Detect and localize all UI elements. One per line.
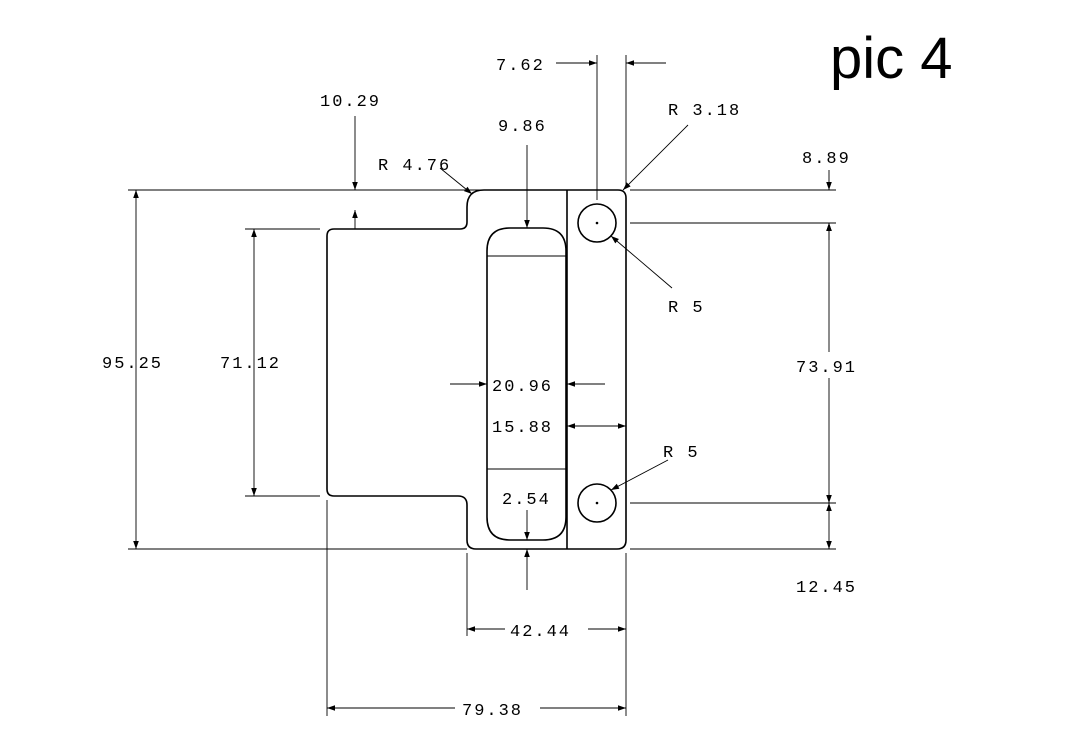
dim-block-width: 42.44 [510, 623, 571, 642]
dim-corner-radius: R 3.18 [668, 102, 741, 121]
part-outline [326, 189, 627, 550]
extension-lines [128, 55, 836, 716]
slot-outline [486, 227, 567, 541]
dim-slot-bottom: 2.54 [502, 491, 551, 510]
dim-overall-height: 95.25 [102, 355, 163, 374]
title-label: pic 4 [830, 26, 953, 91]
dim-hole-spacing: 73.91 [796, 359, 857, 378]
dim-fillet-left: R 4.76 [378, 157, 451, 176]
dim-slot-width: 20.96 [492, 378, 553, 397]
dim-strip-width: 15.88 [492, 419, 553, 438]
dim-hole-bottom-offset: 12.45 [796, 579, 857, 598]
dim-overall-width: 79.38 [462, 702, 523, 721]
dim-hole-radius-top: R 5 [668, 299, 705, 318]
dim-hole-top-offset: 8.89 [802, 150, 851, 169]
dim-inner-height: 71.12 [220, 355, 281, 374]
dimension-lines [133, 60, 832, 711]
dim-top-offset: 10.29 [320, 93, 381, 112]
dimension-labels: 95.25 71.12 10.29 9.86 R 4.76 7.62 R 3.1… [102, 57, 857, 721]
hole-top [577, 203, 617, 243]
hole-bottom [577, 483, 617, 523]
dim-hole-radius-bottom: R 5 [663, 444, 700, 463]
dim-slot-top: 9.86 [498, 118, 547, 137]
hole-top-center [595, 221, 599, 225]
hole-bottom-center [595, 501, 599, 505]
dim-hole-center-x: 7.62 [496, 57, 545, 76]
leader-lines [439, 124, 689, 491]
